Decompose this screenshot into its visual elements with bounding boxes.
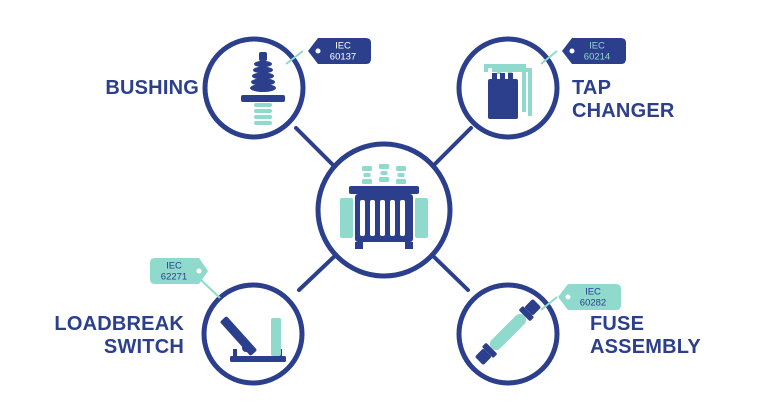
iec-tag-loadbreak-switch: IEC 62271: [150, 258, 221, 299]
tag-shape: [558, 284, 621, 310]
label-tap-changer: TAP CHANGER: [572, 77, 675, 123]
bushing-icon: [241, 52, 285, 125]
fuse-icon: [475, 299, 541, 365]
loadbreak-switch-icon: [220, 316, 286, 362]
label-fuse-assembly: FUSE ASSEMBLY: [590, 313, 701, 359]
label-bushing: BUSHING: [105, 77, 199, 100]
connector-fuse-assembly: [429, 252, 470, 292]
label-line: LOADBREAK: [54, 313, 184, 335]
tap-changer-body: [488, 73, 518, 119]
node-loadbreak-switch: IEC 62271: [150, 258, 305, 386]
hub-node: [315, 141, 453, 279]
label-line: CHANGER: [572, 100, 675, 122]
connector-loadbreak-switch: [297, 250, 341, 292]
tag-text-line-2: 60214: [584, 52, 610, 63]
label-line: ASSEMBLY: [590, 336, 701, 358]
iec-tag-bushing: IEC 60137: [285, 38, 371, 65]
node-tap-changer: IEC 60214: [456, 36, 626, 140]
tag-text-line-2: 60137: [330, 52, 356, 63]
tap-changer-icon: [484, 64, 532, 116]
tag-text-line-1: IEC: [166, 261, 182, 272]
tag-text-line-1: IEC: [585, 287, 601, 298]
tag-text-line-1: IEC: [589, 41, 605, 52]
tag-text-line-2: 62271: [161, 272, 187, 283]
label-line: BUSHING: [105, 77, 199, 99]
tag-text-line-2: 60282: [580, 298, 606, 309]
label-line: FUSE: [590, 313, 645, 335]
tag-shape: [308, 38, 371, 64]
connector-tap-changer: [428, 126, 473, 171]
iec-tag-fuse-assembly: IEC 60282: [540, 284, 621, 311]
tag-shape: [150, 258, 208, 284]
iec-tag-tap-changer: IEC 60214: [540, 38, 626, 65]
label-line: SWITCH: [103, 336, 184, 358]
node-fuse-assembly: IEC 60282: [456, 282, 621, 386]
label-line: TAP: [572, 77, 612, 99]
tag-shape: [562, 38, 626, 64]
node-bushing: IEC 60137: [202, 36, 371, 140]
label-loadbreak-switch: LOADBREAK SWITCH: [54, 313, 184, 359]
tag-text-line-1: IEC: [335, 41, 351, 52]
transformer-icon: [340, 164, 428, 249]
